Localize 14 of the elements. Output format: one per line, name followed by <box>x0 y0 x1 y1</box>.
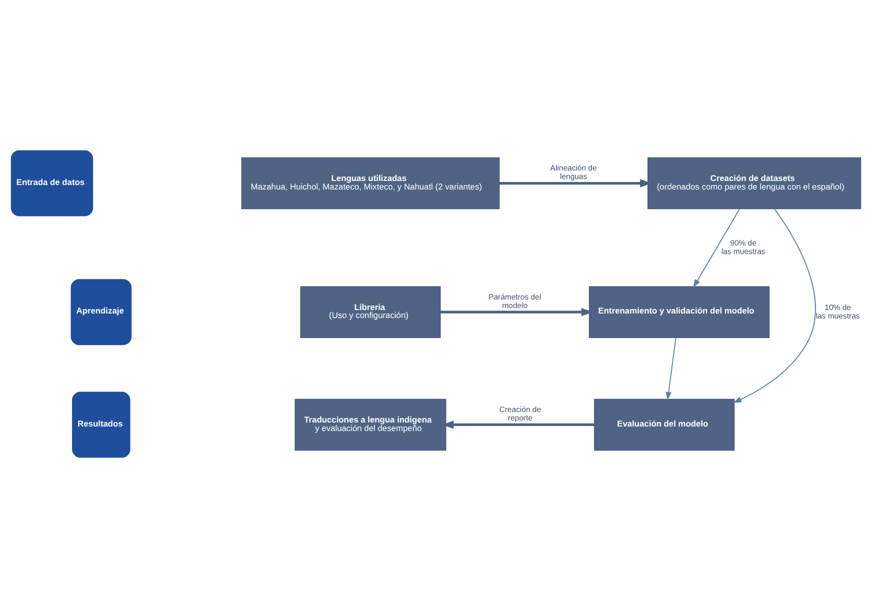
arrow <box>733 208 816 403</box>
node-box: Evaluación del modelo <box>594 398 735 450</box>
node-box: Entrada de datos <box>10 150 94 216</box>
node-box: Lenguas utilizadas Mazahua, Huichol, Mazateco, Mixteco, y Nahuatl (2 variantes) <box>241 156 500 209</box>
node-box: Traducciones a lengua indigena y evaluación del desempeño <box>294 398 446 450</box>
arrow <box>442 420 594 428</box>
arrow <box>440 308 594 316</box>
node-box: Creación de datasets (ordenados como pares de lengua con el español) <box>648 156 862 209</box>
node-box: Aprendizaje <box>70 278 132 345</box>
node-box: Libreria (Uso y configuración) <box>300 286 441 338</box>
arrow <box>693 208 740 288</box>
node-box: Entrenamiento y validación del modelo <box>588 286 770 338</box>
node-box: Resultados <box>72 391 130 458</box>
arrow <box>666 336 676 400</box>
